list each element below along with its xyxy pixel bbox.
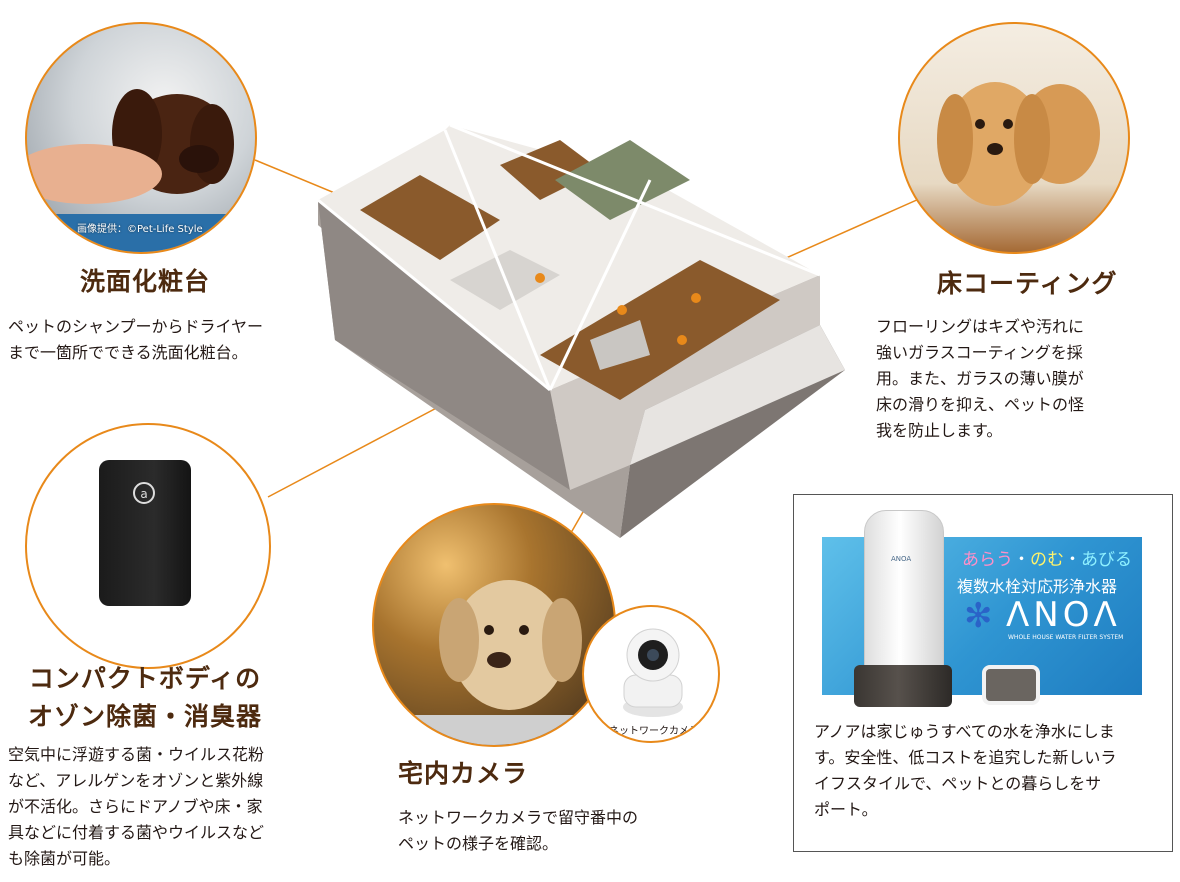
anoa-filter-base (854, 665, 952, 707)
anoa-subtitle: 複数水栓対応形浄水器 (957, 577, 1118, 596)
ozone-device: a (99, 460, 191, 606)
dog-illustration (374, 580, 614, 745)
washbasin-title: 洗面化粧台 (80, 267, 211, 296)
network-camera-photo: ネットワークカメラ (582, 605, 720, 743)
ozone-description: 空気中に浮遊する菌・ウイルス花粉 など、アレルゲンをオゾンと紫外線 が不活化。さ… (8, 745, 265, 868)
home-camera-title: 宅内カメラ (398, 759, 529, 788)
washbasin-photo: 画像提供：©Pet-Life Style (25, 22, 257, 254)
ozone-title: コンパクトボディの オゾン除菌・消臭器 (27, 664, 262, 731)
anoa-info-box: あらう・のむ・あびる 複数水栓対応形浄水器 ✻ ΛNOΛ WHOLE HOUSE… (793, 494, 1173, 852)
floor-coating-photo (898, 22, 1130, 254)
home-camera-dog-photo (372, 503, 616, 747)
anoa-logo-subtitle: WHOLE HOUSE WATER FILTER SYSTEM (1008, 634, 1124, 641)
network-camera-caption: ネットワークカメラ (609, 726, 699, 737)
network-camera-icon (623, 628, 683, 717)
washbasin-description: ペットのシャンプーからドライヤー まで一箇所でできる洗面化粧台。 (8, 317, 264, 362)
dog-illustration (27, 89, 255, 252)
anoa-filter-tank: ANOA (864, 510, 944, 680)
floor-coating-title: 床コーティング (937, 269, 1118, 298)
ozone-device-logo: a (133, 482, 155, 504)
snowflake-icon: ✻ (964, 596, 993, 636)
anoa-description: アノアは家じゅうすべての水を浄水にしま す。安全性、低コストを追究した新しいラ … (814, 722, 1117, 819)
anoa-tank-label: ANOA (891, 555, 912, 563)
photo-credit: 画像提供：©Pet-Life Style (77, 224, 203, 235)
anoa-logo: ΛNOΛ (1006, 595, 1121, 635)
puppies-illustration (937, 82, 1100, 206)
home-camera-description: ネットワークカメラで留守番中の ペットの様子を確認。 (398, 808, 639, 853)
floor-plan-illustration (317, 123, 845, 538)
anoa-tagline: あらう・のむ・あびる (962, 550, 1132, 570)
ozone-device-photo: a (25, 423, 271, 669)
anoa-filter-part (982, 665, 1040, 705)
floor-coating-description: フローリングはキズや汚れに 強いガラスコーティングを採 用。また、ガラスの薄い膜… (876, 317, 1085, 440)
